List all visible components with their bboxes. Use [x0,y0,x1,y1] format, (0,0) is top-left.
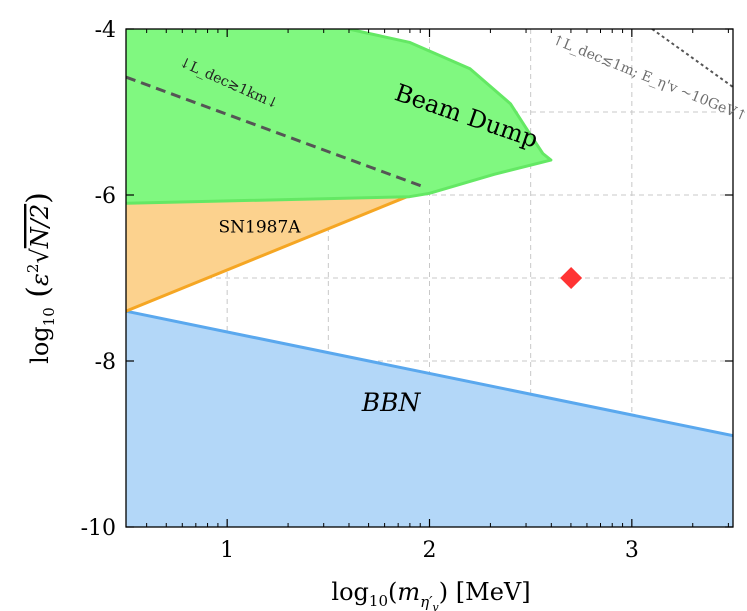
data-points [560,267,583,289]
region-bbn [126,311,733,527]
axis-ticks: 1 2 3 -4 -6 -8 -10 [81,18,733,563]
y-axis-label: log10 (ε2√N/2) [21,192,58,364]
region-beam-dump [126,29,551,204]
y-tick-label: -4 [95,18,116,43]
x-tick-label: 3 [625,538,639,563]
x-tick-label: 1 [220,538,234,563]
region-edge-beam-dump [126,29,553,205]
shaded-regions [126,29,733,527]
data-point-diamond [560,267,583,289]
reference-lines [126,29,733,189]
region-label-sn1987a: SN1987A [219,217,302,237]
region-label-bbn: BBN [361,388,422,417]
reference-line-1 [651,29,733,88]
decay-length-1m-annotation: ↑L_dec≲1m; E_η'v ~10GeV↑ [550,32,747,125]
region-edge-sn1987a [126,191,416,313]
y-tick-label: -6 [95,184,116,209]
reference-line-0 [126,75,424,189]
x-tick-label: 2 [423,538,437,563]
y-tick-label: -10 [81,516,116,541]
x-axis-label: log10(mη′v) [MeV] [331,578,530,611]
region-edge-bbn [126,309,733,438]
y-tick-label: -8 [95,350,116,375]
